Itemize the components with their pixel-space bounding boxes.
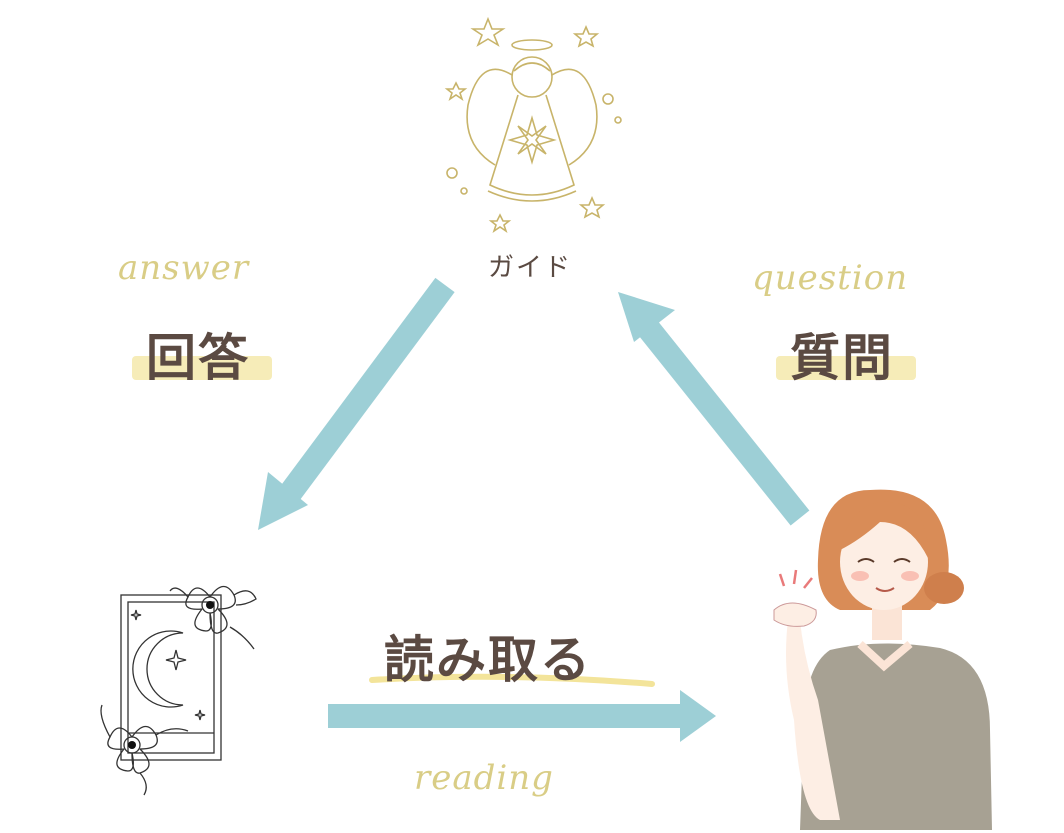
tarot-card-icon — [100, 585, 257, 796]
angel-icon — [444, 16, 622, 233]
arrow-answer — [258, 277, 455, 530]
reading-script-label: reading — [414, 758, 554, 798]
answer-script-label: answer — [118, 248, 250, 288]
woman-icon — [773, 489, 992, 830]
answer-highlight — [132, 356, 272, 380]
reading-label: 読み取る — [384, 631, 592, 689]
question-script-label: question — [752, 258, 909, 298]
question-label: 質問 — [790, 329, 894, 387]
arrow-question — [618, 292, 810, 526]
arrow-reading — [328, 690, 716, 742]
answer-label: 回答 — [146, 329, 250, 387]
question-highlight — [776, 356, 916, 380]
reading-underline — [369, 673, 655, 687]
guide-label: ガイド — [488, 253, 573, 283]
